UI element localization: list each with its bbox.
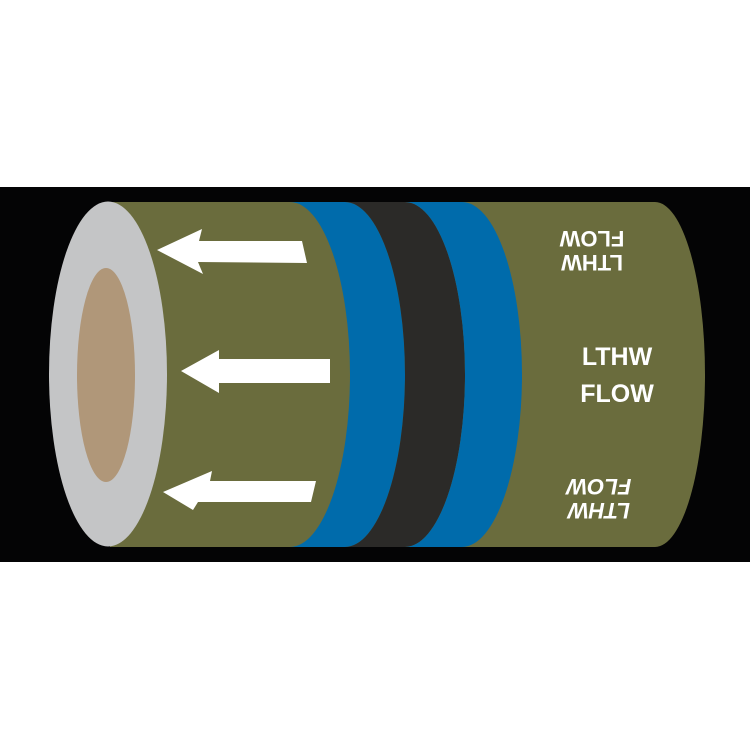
arrow-left-middle-icon	[181, 350, 330, 393]
label-bottom-line2: FLOW	[564, 474, 631, 499]
label-top-line2: FLOW	[559, 226, 624, 251]
label-bottom: LTHW FLOW	[564, 474, 631, 523]
blue-band-2	[405, 202, 523, 547]
blue-band-1	[290, 202, 406, 547]
pipe-marker-graphic: LTHW FLOW LTHW FLOW LTHW FLOW	[0, 187, 750, 562]
label-top: LTHW FLOW	[559, 226, 624, 275]
black-band	[345, 202, 466, 547]
arrow-left-bottom-icon	[163, 471, 316, 510]
label-middle-line1: LTHW	[582, 343, 653, 371]
label-bottom-line1: LTHW	[566, 498, 630, 523]
label-top-line1: LTHW	[561, 250, 623, 275]
arrow-left-top-icon	[157, 229, 307, 274]
label-middle: LTHW FLOW	[580, 343, 654, 408]
label-middle-line2: FLOW	[580, 380, 654, 408]
pipe-end-inner	[77, 268, 135, 482]
